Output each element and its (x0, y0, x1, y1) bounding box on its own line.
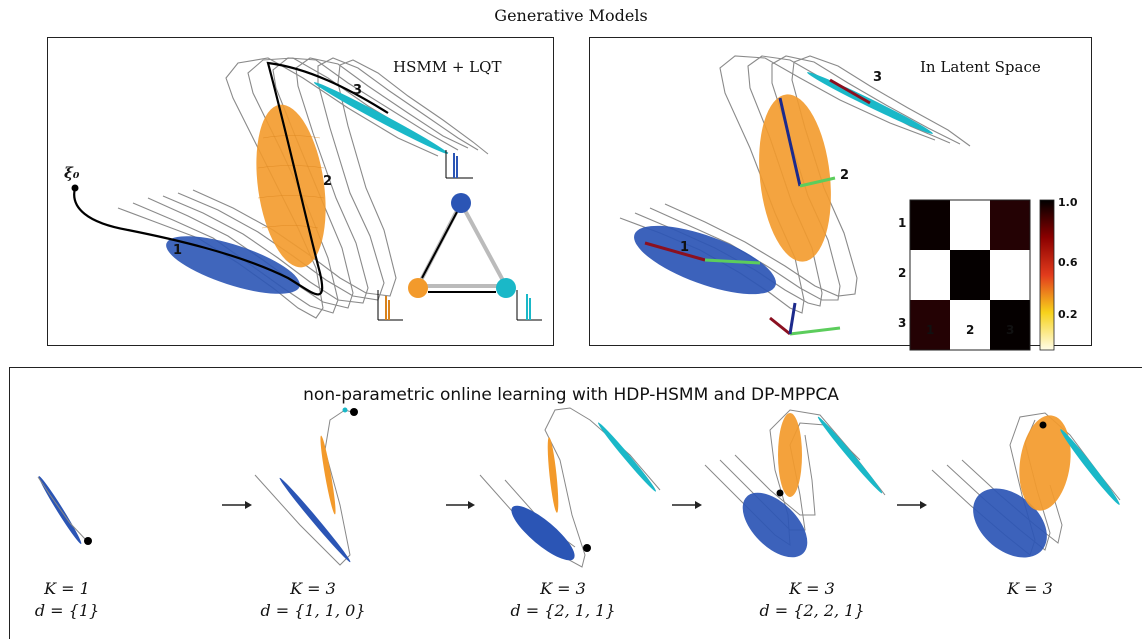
hsmm-lqt-panel: HSMM + LQT (47, 37, 554, 346)
state-label-3: 3 (353, 83, 363, 98)
state-label-2: 2 (323, 174, 333, 189)
state-graph (377, 150, 542, 321)
heatmap-col-label-2: 2 (966, 323, 975, 337)
latent-state-label-2: 2 (840, 168, 850, 183)
stage-3-plot (479, 407, 661, 568)
gaussian-1 (166, 236, 300, 294)
hsmm-lqt-plot (71, 57, 542, 321)
heatmap-row-label-3: 3 (898, 316, 907, 330)
stage-4-plot (704, 409, 886, 558)
figure-title: Generative Models (494, 6, 648, 25)
gaussian-3 (313, 82, 449, 154)
start-state-label: ξ₀ (64, 164, 80, 182)
lqt-trajectory (73, 61, 389, 296)
duration-histogram-3 (516, 290, 542, 321)
latent-state-label-3: 3 (873, 70, 883, 85)
stage-5-plot (931, 412, 1121, 558)
arrow-1 (222, 501, 252, 509)
stage-5-label: K = 3 (1007, 579, 1053, 598)
colorbar-tick-high: 1.0 (1058, 196, 1078, 209)
heatmap-col-label-1: 1 (926, 323, 935, 337)
start-point (71, 184, 79, 192)
duration-histogram-2 (377, 290, 403, 321)
online-learning-panel (9, 367, 1142, 639)
stage-2-plot (254, 407, 358, 566)
latent-gaussian-2 (759, 94, 831, 262)
latent-space-label: In Latent Space (920, 58, 1041, 76)
arrow-2 (446, 501, 475, 509)
stage-1-plot (37, 476, 92, 545)
colorbar-tick-low: 0.2 (1058, 308, 1078, 321)
latent-space-panel: In Latent Space (589, 37, 1092, 351)
duration-histogram-1 (445, 150, 473, 179)
latent-space-plot (619, 55, 1055, 351)
heatmap-row-label-1: 1 (898, 216, 907, 230)
online-learning-title: non-parametric online learning with HDP-… (303, 385, 839, 405)
arrow-4 (897, 501, 927, 509)
latent-state-label-1: 1 (680, 240, 690, 255)
colorbar-tick-mid: 0.6 (1058, 256, 1078, 269)
heatmap-row-label-2: 2 (898, 266, 907, 280)
arrow-3 (672, 501, 702, 509)
heatmap-col-label-3: 3 (1006, 323, 1015, 337)
colorbar (1039, 199, 1055, 351)
eigenvector-arrows (644, 78, 871, 336)
hsmm-lqt-label: HSMM + LQT (393, 58, 502, 76)
state-label-1: 1 (173, 243, 183, 258)
online-learning-stages (37, 407, 1121, 568)
weight-heatmap (909, 199, 1031, 351)
